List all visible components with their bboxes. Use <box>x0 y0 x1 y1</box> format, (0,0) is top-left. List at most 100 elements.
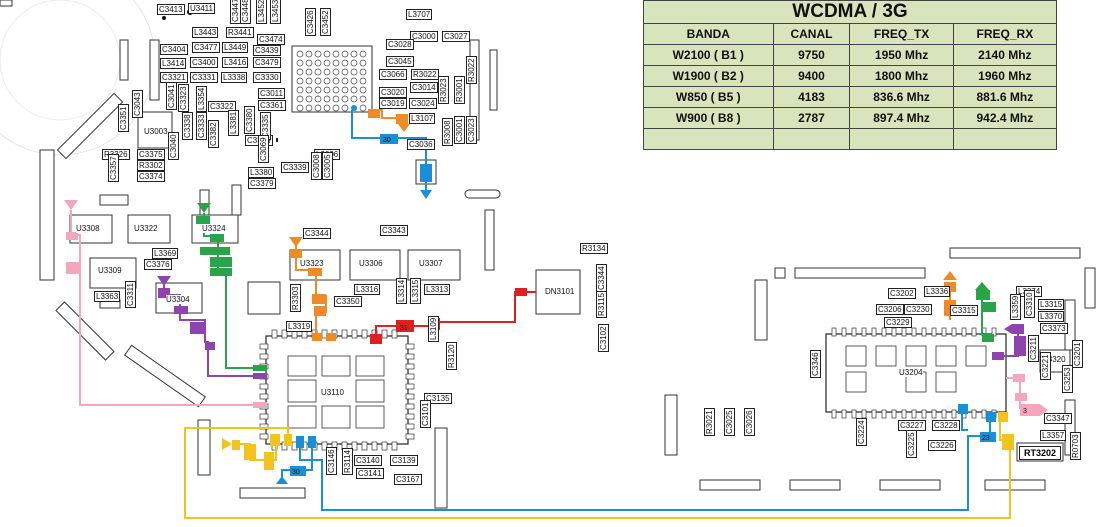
component-label: C3253 <box>1062 365 1073 393</box>
component-label: C3426 <box>305 8 316 36</box>
component-label: C3040 <box>168 132 179 160</box>
component-label: C3043 <box>132 90 143 118</box>
component-label: C3344 <box>596 264 607 292</box>
component-label: C3479 <box>253 57 281 68</box>
component-label: L3452 <box>256 0 267 24</box>
component-label: C3211 <box>1028 335 1039 362</box>
component-label: C3413 <box>157 4 185 15</box>
component-label: C3141 <box>356 468 384 479</box>
component-label: R3023 <box>438 76 449 104</box>
component-label: L3316 <box>354 284 381 295</box>
cell-freq-rx: 2140 Mhz <box>952 44 1058 66</box>
component-label: C3224 <box>856 418 867 446</box>
component-label: C3101 <box>420 400 431 428</box>
component-label: C3011 <box>258 88 285 99</box>
component-label: C3025 <box>724 408 735 436</box>
component-label: R0703 <box>1070 432 1081 460</box>
component-label: C3020 <box>379 87 407 98</box>
component-label: R3134 <box>580 243 608 254</box>
component-label: L3416 <box>222 57 249 68</box>
component-label: C3045 <box>386 56 414 67</box>
component-label: R3303 <box>290 284 301 312</box>
wcdma-band-table: WCDMA / 3G BANDA CANAL FREQ_TX FREQ_RX W… <box>643 0 1058 150</box>
bga-chip-top <box>162 9 373 113</box>
component-label: L3369 <box>152 248 179 259</box>
component-label: C3005 <box>322 152 333 180</box>
cell-freq-tx: 897.4 Mhz <box>849 107 954 129</box>
component-label: R3114 <box>342 448 353 475</box>
component-label: C3310 <box>1024 290 1035 318</box>
component-label: L3315 <box>410 277 421 304</box>
component-label: C3374 <box>137 171 165 182</box>
cell-banda: W900 ( B8 ) <box>643 107 774 129</box>
component-label: C3167 <box>394 474 422 485</box>
header-canal: CANAL <box>772 23 851 45</box>
component-label: C3448 <box>240 0 251 24</box>
component-label: C3036 <box>407 139 435 150</box>
component-label: C3347 <box>1044 413 1072 424</box>
component-label: C3330 <box>253 72 281 83</box>
component-label: C3000 <box>410 31 438 42</box>
component-label: C3452 <box>320 8 331 36</box>
component-label: C3339 <box>281 162 309 173</box>
component-label: C3019 <box>379 98 407 109</box>
chip-label-u3308: U3308 <box>76 224 100 233</box>
component-label: R3022 <box>411 69 439 80</box>
component-label: C3474 <box>257 34 285 45</box>
component-label: C3069 <box>258 135 269 163</box>
component-label: C3228 <box>932 420 960 431</box>
component-label: U3411 <box>188 3 215 14</box>
component-label: C3201 <box>1072 340 1083 368</box>
cell-freq-rx: 942.4 Mhz <box>952 107 1058 129</box>
component-label: C3400 <box>190 57 218 68</box>
component-label: C3041 <box>166 82 177 110</box>
table-title: WCDMA / 3G <box>643 0 1057 24</box>
header-freq-rx: FREQ_RX <box>952 23 1058 45</box>
chip-label-u3323: U3323 <box>300 259 324 268</box>
cell-canal: 4183 <box>772 86 851 108</box>
component-label: C3346 <box>810 350 821 378</box>
component-label: C3351 <box>118 104 129 132</box>
component-label: C3382 <box>208 120 219 148</box>
component-label: C3376 <box>144 259 172 270</box>
component-label: C3375 <box>137 149 165 160</box>
component-label: L3313 <box>424 284 451 295</box>
chip-label-rt3202: RT3202 <box>1019 446 1062 460</box>
component-label: L3363 <box>94 291 121 302</box>
component-label: R3022 <box>466 56 477 84</box>
component-label: C3373 <box>1040 323 1068 334</box>
chip-label-u3324: U3324 <box>202 224 226 233</box>
chip-label-u3003: U3003 <box>144 127 168 136</box>
component-label: C3206 <box>876 304 904 315</box>
component-label: C3028 <box>386 39 414 50</box>
component-label: C3140 <box>354 455 382 466</box>
component-label: C3380 <box>244 106 255 134</box>
cell-canal: 2787 <box>772 107 851 129</box>
component-label: C3146 <box>326 447 337 475</box>
component-label: C3226 <box>928 440 956 451</box>
component-label: C3315 <box>950 305 978 316</box>
table-row: W1900 ( B2 ) 9400 1800 Mhz 1960 Mhz <box>643 65 1058 87</box>
tag-3: 3 <box>1023 408 1027 415</box>
component-label: C3361 <box>258 100 286 111</box>
component-label: R3001 <box>454 76 465 104</box>
table-row-empty <box>643 128 1058 150</box>
chip-label-u3309: U3309 <box>98 266 122 275</box>
component-label: C3379 <box>248 178 276 189</box>
cell-canal: 9400 <box>772 65 851 87</box>
table-row: W850 ( B5 ) 4183 836.6 Mhz 881.6 Mhz <box>643 86 1058 108</box>
component-label: C3311 <box>125 281 136 308</box>
tag-30-bottom: 30 <box>292 469 300 476</box>
cell-freq-rx: 1960 Mhz <box>952 65 1058 87</box>
cell-canal: 9750 <box>772 44 851 66</box>
component-label: C3221 <box>1040 352 1051 380</box>
component-label: C3477 <box>192 42 220 53</box>
cell-freq-rx: 881.6 Mhz <box>952 86 1058 108</box>
cell-banda: W850 ( B5 ) <box>643 86 774 108</box>
tag-30-top: 30 <box>383 137 391 144</box>
component-label: C3229 <box>884 317 912 328</box>
component-label: C3026 <box>744 408 755 436</box>
component-label: L3319 <box>286 321 313 332</box>
component-label: R3115 <box>596 291 607 318</box>
